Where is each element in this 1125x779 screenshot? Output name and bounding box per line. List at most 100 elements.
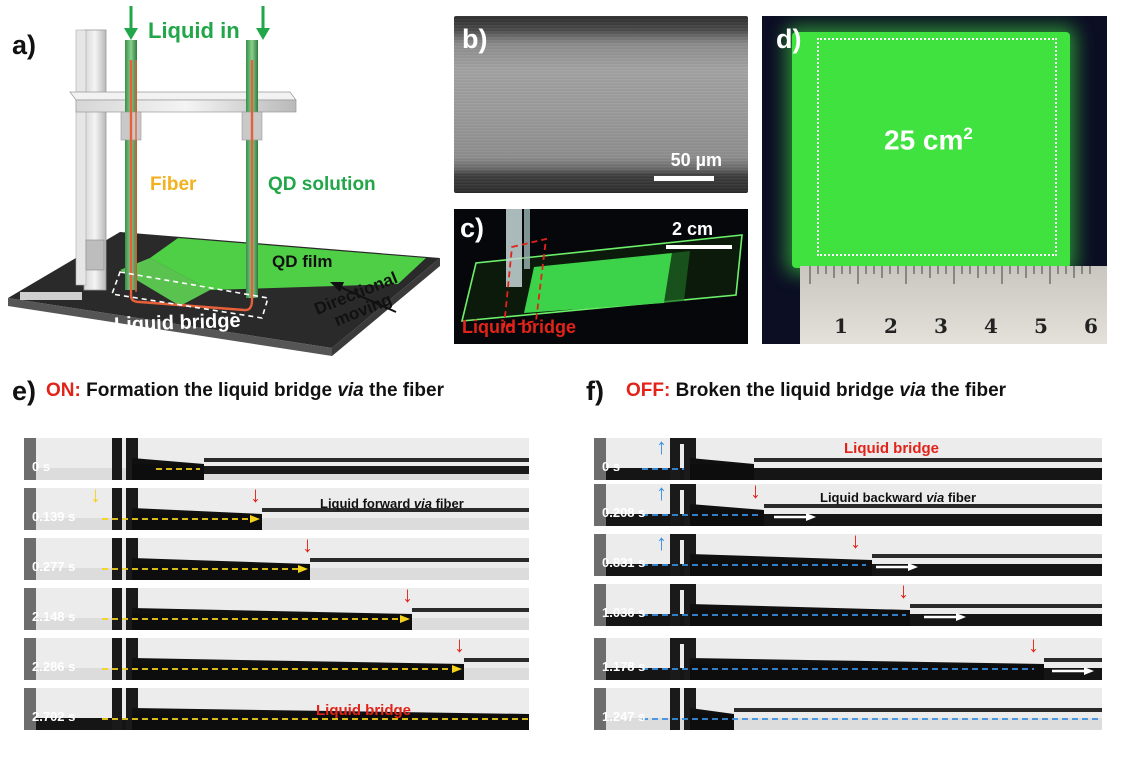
red-arrow-down-icon: ↓ (454, 638, 465, 657)
panel_e-strip-2: ↓ 0.277 s (24, 538, 529, 580)
qd-solution-label: QD solution (268, 174, 376, 195)
panel-f-title-prefix: OFF: (626, 380, 671, 401)
fiber-surface-texture (454, 16, 748, 193)
panel-d-large-film-photo: 25 cm2 1 2 3 4 5 6 d) (762, 16, 1107, 344)
panel-e-title-main: Formation the liquid bridge (80, 380, 338, 401)
scale-bar-text-c: 2 cm (672, 219, 714, 239)
ruler-number-3: 3 (934, 314, 948, 338)
timestamp-label: 1.247 s (602, 709, 646, 724)
panel_e-strip-image-2 (24, 538, 529, 580)
panel_f-strip-image-2 (594, 534, 1102, 576)
motion-note-part: Liquid forward (320, 496, 414, 511)
scale-bar-text-b: 50 µm (670, 150, 722, 170)
panel_f-strip-2: ↓ ↑ 0.831 s (594, 534, 1102, 576)
panel_e-strip-image-5 (24, 688, 529, 730)
ruler: 1 2 3 4 5 6 (800, 266, 1107, 344)
timestamp-label: 0.277 s (32, 559, 76, 574)
panel-c-glass-slide-photo: c) 2 cm Liquid bridge (454, 209, 748, 344)
panel-e-strips: 0 s ↓ ↓ 0.139 s Liquid forward via fiber ↓ 0.2… (24, 0, 534, 779)
red-arrow-down-icon: ↓ (250, 488, 261, 507)
timestamp-label: 0.831 s (602, 555, 646, 570)
panel-f-title-via: via (899, 380, 926, 401)
red-arrow-down-icon: ↓ (898, 584, 909, 603)
panel-e-title-via: via (337, 380, 364, 401)
panel-f-title: OFF: Broken the liquid bridge via the fi… (626, 380, 1006, 402)
motion-note-label: Liquid forward via fiber (320, 496, 464, 511)
yellow-arrow-down-icon: ↓ (90, 488, 101, 507)
liquid-in-label: Liquid in (148, 18, 240, 43)
ruler-number-4: 4 (984, 314, 998, 338)
panel-label-e: e) (12, 376, 37, 406)
timestamp-label: 0.208 s (602, 505, 646, 520)
panel-f-title-main: Broken the liquid bridge (670, 380, 900, 401)
timestamp-label: 2.148 s (32, 609, 76, 624)
panel-label-a: a) (12, 30, 37, 60)
ruler-number-5: 5 (1034, 314, 1048, 338)
panel_f-strip-image-0 (594, 438, 1102, 480)
liquid-bridge-label: Liquid bridge (316, 702, 411, 719)
motion-note-label: Liquid backward via fiber (820, 490, 976, 505)
timestamp-label: 0 s (32, 459, 51, 474)
area-dotted-outline (817, 38, 1057, 256)
timestamp-label: 1.036 s (602, 605, 646, 620)
panel-f-title-end: the fiber (925, 380, 1007, 401)
ruler-number-6: 6 (1084, 314, 1098, 338)
panel_f-strip-0: ↑ 0 s Liquid bridge (594, 438, 1102, 480)
panel_e-strip-5: 2.702 s Liquid bridge (24, 688, 529, 730)
panel-a-setup-illustration: a) Liquid in Fiber QD solution QD film L… (0, 0, 448, 360)
panel-label-d: d) (776, 24, 802, 54)
ruler-ticks (809, 266, 1091, 284)
panel_e-strip-image-0 (24, 438, 529, 480)
panel-label-f: f) (586, 376, 604, 406)
timestamp-label: 0.139 s (32, 509, 76, 524)
red-arrow-down-icon: ↓ (302, 538, 313, 557)
panel-e-title: ON: Formation the liquid bridge via the … (46, 380, 444, 402)
glass-slide-drawing (460, 209, 743, 329)
panel_f-strip-1: ↓ ↑ 0.208 s Liquid backward via fiber (594, 484, 1102, 526)
panel_f-strip-image-1 (594, 484, 1102, 526)
ruler-number-1: 1 (834, 314, 848, 338)
motion-note-via: via (926, 490, 945, 505)
panel-f-strips: ↑ 0 s Liquid bridge ↓ ↑ 0.208 s Liquid backwar… (594, 0, 1106, 779)
timestamp-label: 0 s (602, 459, 621, 474)
panel_f-strip-4: ↓ 1.178 s (594, 638, 1102, 680)
panel_e-strip-1: ↓ ↓ 0.139 s Liquid forward via fiber (24, 488, 529, 530)
panel_f-strip-image-3 (594, 584, 1102, 626)
area-label: 25 cm2 (884, 124, 973, 156)
panel-label-c: c) (460, 213, 485, 243)
panel_e-strip-image-4 (24, 638, 529, 680)
scale-bar-c (666, 245, 732, 249)
panel_f-strip-image-4 (594, 638, 1102, 680)
motion-note-part: Liquid backward (820, 490, 927, 505)
panel_e-strip-3: ↓2.148 s (24, 588, 529, 630)
liquid-bridge-label: Liquid bridge (844, 440, 939, 457)
red-arrow-down-icon: ↓ (750, 484, 761, 503)
motion-note-via: via (413, 496, 432, 511)
timestamp-label: 1.178 s (602, 659, 646, 674)
panel-b-sem-image: b) 50 µm (454, 16, 748, 193)
qd-film-label: QD film (272, 252, 333, 271)
red-arrow-down-icon: ↓ (850, 534, 861, 553)
panel-e-title-end: the fiber (363, 380, 444, 401)
liquid-bridge-label-c: Liquid bridge (462, 317, 576, 337)
blue-arrow-up-icon: ↑ (656, 484, 667, 505)
area-exponent: 2 (963, 124, 973, 143)
panel_f-strip-5: 1.247 s (594, 688, 1102, 730)
blue-arrow-up-icon: ↑ (656, 534, 667, 555)
panel_f-strip-image-5 (594, 688, 1102, 730)
area-value: 25 cm (884, 124, 964, 156)
panel_e-strip-4: ↓ 2.286 s (24, 638, 529, 680)
red-arrow-down-icon: ↓ (1028, 638, 1039, 657)
panel_e-strip-image-1 (24, 488, 529, 530)
panel-e-title-prefix: ON: (46, 380, 81, 401)
fiber-label: Fiber (150, 174, 197, 195)
panel_e-strip-0: 0 s (24, 438, 529, 480)
scale-bar-b (654, 176, 714, 181)
motion-note-end: fiber (944, 490, 977, 505)
blue-arrow-up-icon: ↑ (656, 438, 667, 459)
timestamp-label: 2.702 s (32, 709, 76, 724)
panel_f-strip-3: ↓ 1.036 s (594, 584, 1102, 626)
panel_e-strip-image-3 (24, 588, 529, 630)
ruler-number-2: 2 (884, 314, 898, 338)
timestamp-label: 2.286 s (32, 659, 76, 674)
